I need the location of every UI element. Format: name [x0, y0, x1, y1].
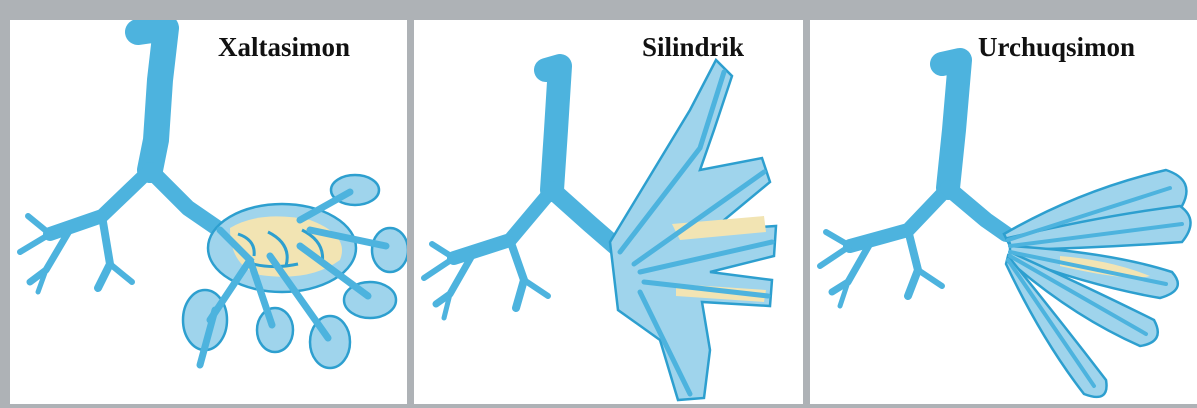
panel-silindrik: Silindrik	[414, 20, 803, 404]
panel-label-urchuqsimon: Urchuqsimon	[978, 32, 1135, 63]
cylindrical-bronchi-illustration	[414, 20, 803, 404]
saccular-bronchi-illustration	[10, 20, 407, 404]
panel-xaltasimon: Xaltasimon	[10, 20, 407, 404]
panel-label-silindrik: Silindrik	[642, 32, 744, 63]
panel-label-xaltasimon: Xaltasimon	[218, 32, 350, 63]
fusiform-bronchi-illustration	[810, 20, 1197, 404]
panel-urchuqsimon: Urchuqsimon	[810, 20, 1197, 404]
